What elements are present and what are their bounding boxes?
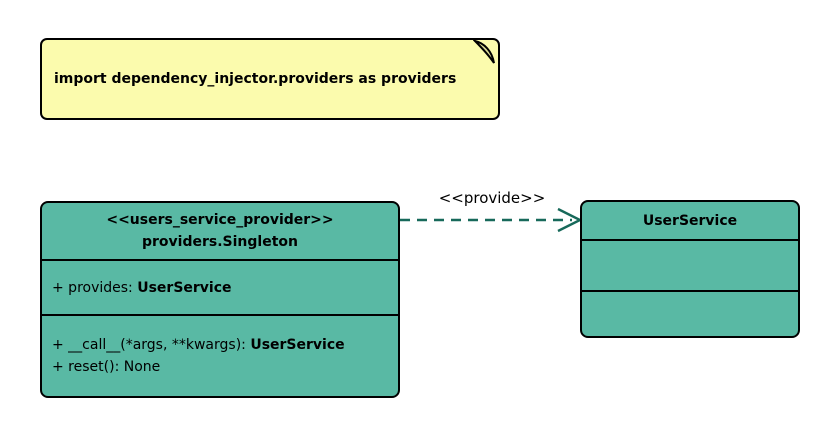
method-return-type: UserService [250, 337, 345, 353]
attribute-provides: + provides: UserService [42, 277, 398, 299]
provide-arrow [400, 207, 583, 233]
attributes-compartment-empty [582, 239, 798, 290]
note-fold-icon [473, 39, 495, 64]
method-text: + reset(): None [52, 359, 161, 375]
class-userservice: UserService [580, 200, 800, 338]
class-header: UserService [582, 202, 798, 239]
methods-compartment-empty [582, 290, 798, 336]
class-name: UserService [642, 212, 738, 229]
attributes-compartment: + provides: UserService [42, 259, 398, 314]
method-call: + __call__(*args, **kwargs): UserService [42, 334, 398, 356]
class-stereotype: <<users_service_provider>> [106, 212, 334, 228]
attribute-text: + provides: [52, 279, 138, 296]
provide-arrow-label: <<provide>> [438, 189, 546, 207]
attribute-type: UserService [137, 279, 232, 296]
method-text: + __call__(*args, **kwargs): [52, 337, 251, 353]
import-note: import dependency_injector.providers as … [40, 38, 500, 120]
methods-compartment: + __call__(*args, **kwargs): UserService… [42, 314, 398, 396]
class-header: <<users_service_provider>> providers.Sin… [42, 203, 398, 259]
method-reset: + reset(): None [42, 356, 398, 378]
import-note-text: import dependency_injector.providers as … [54, 71, 457, 87]
class-name: providers.Singleton [142, 234, 298, 250]
class-providers-singleton: <<users_service_provider>> providers.Sin… [40, 201, 400, 398]
